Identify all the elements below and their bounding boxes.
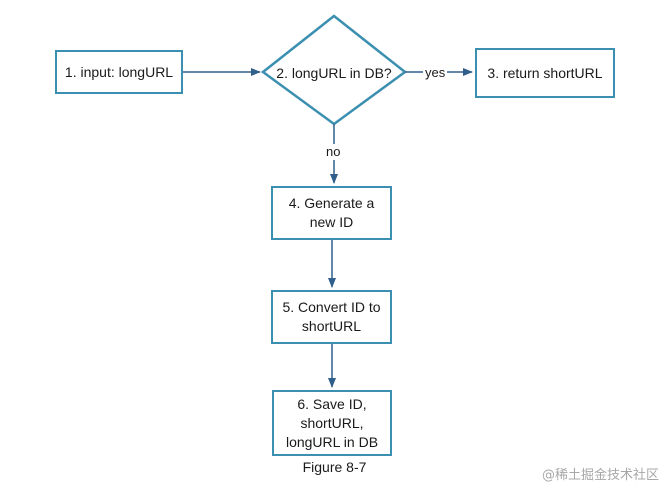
node-save: 6. Save ID, shortURL, longURL in DB <box>272 390 392 456</box>
node-check-label: 2. longURL in DB? <box>276 65 392 81</box>
edge-label-yes: yes <box>423 65 448 81</box>
node-generate: 4. Generate a new ID <box>271 186 392 240</box>
edge-label-no: no <box>324 144 343 160</box>
node-convert-label: 5. Convert ID to shortURL <box>282 299 381 334</box>
node-convert: 5. Convert ID to shortURL <box>271 290 392 344</box>
node-input-label: 1. input: longURL <box>64 63 174 80</box>
node-generate-label: 4. Generate a new ID <box>288 195 375 230</box>
node-input: 1. input: longURL <box>55 50 183 94</box>
node-return-short: 3. return shortURL <box>475 48 615 98</box>
watermark: @稀土掘金技术社区 <box>541 468 659 483</box>
figure-caption: Figure 8-7 <box>302 459 367 475</box>
node-save-label: 6. Save ID, shortURL, longURL in DB <box>285 395 379 450</box>
node-return-short-label: 3. return shortURL <box>487 64 603 81</box>
